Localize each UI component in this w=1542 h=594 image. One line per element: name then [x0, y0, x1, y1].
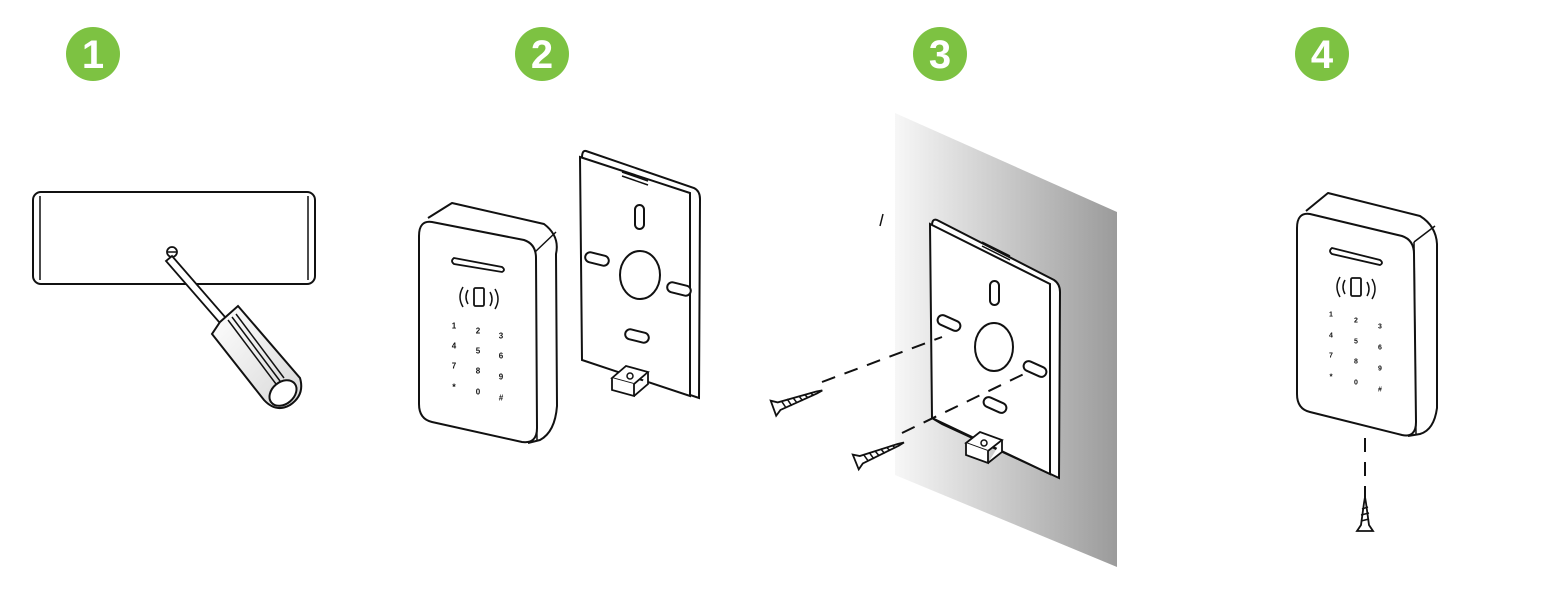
screw-icon: [1355, 496, 1375, 532]
step-badge-4: 4: [1295, 27, 1349, 81]
step2-mounting-plate: [578, 149, 702, 400]
screw-guide-line-upper: [821, 336, 943, 383]
keypad-grid: 1 2 3 4 5 6 7 8 9 * 0 #: [452, 322, 504, 403]
key-3: 3: [499, 332, 504, 341]
key-4: 4: [452, 342, 457, 351]
key-6: 6: [499, 352, 504, 361]
key-9: 9: [499, 373, 504, 382]
key-2: 2: [1354, 318, 1358, 325]
key-2: 2: [476, 327, 481, 336]
key-star: *: [452, 382, 456, 392]
key-7: 7: [1329, 353, 1333, 360]
step-number-1: 1: [82, 33, 104, 77]
step-number-3: 3: [929, 33, 951, 77]
nfc-phone-icon: [459, 286, 499, 310]
key-1: 1: [452, 322, 457, 331]
key-8: 8: [476, 367, 481, 376]
key-0: 0: [1354, 380, 1358, 387]
key-0: 0: [476, 388, 481, 397]
step4-keypad-device: 1 2 3 4 5 6 7 8 9 * 0 #: [1296, 192, 1438, 437]
key-5: 5: [1354, 339, 1358, 346]
step3-mounting-plate: [928, 218, 1062, 480]
key-5: 5: [476, 347, 481, 356]
step-number-4: 4: [1311, 33, 1334, 77]
key-9: 9: [1378, 366, 1382, 373]
key-7: 7: [452, 362, 457, 371]
screw-icon: [851, 441, 905, 472]
key-star: *: [1329, 373, 1333, 382]
step-number-2: 2: [531, 33, 553, 77]
screw-icon: [769, 389, 823, 418]
step1-device-bottom: [32, 191, 316, 285]
screwdriver-icon: [164, 246, 303, 410]
step-badge-1: 1: [66, 27, 120, 81]
step-badge-3: 3: [913, 27, 967, 81]
step2-keypad-device: 1 2 3 4 5 6 7 8 9 * 0 #: [418, 202, 558, 444]
key-6: 6: [1378, 345, 1382, 352]
key-1: 1: [1329, 312, 1333, 319]
key-8: 8: [1354, 359, 1358, 366]
nfc-phone-icon: [1336, 276, 1376, 300]
key-4: 4: [1329, 333, 1333, 340]
keypad-grid: 1 2 3 4 5 6 7 8 9 * 0 #: [1329, 312, 1382, 394]
key-3: 3: [1378, 324, 1382, 331]
key-hash: #: [1378, 387, 1382, 394]
key-hash: #: [499, 394, 504, 403]
step-badge-2: 2: [515, 27, 569, 81]
